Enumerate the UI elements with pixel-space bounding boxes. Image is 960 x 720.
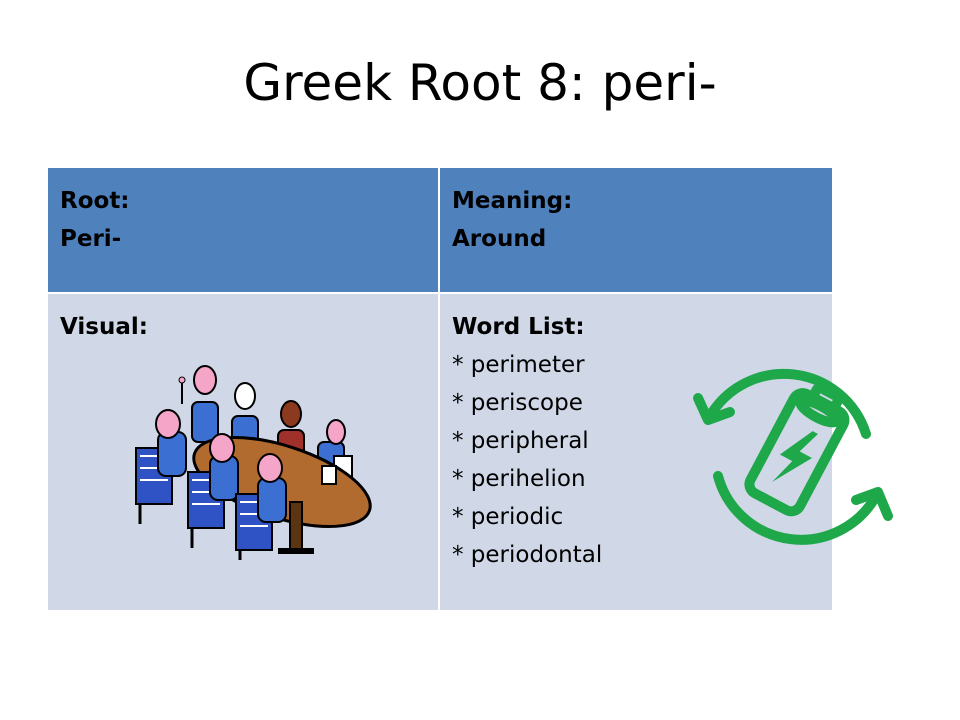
root-cell: Root: Peri- <box>48 168 438 292</box>
word-item: * periscope <box>452 390 583 416</box>
meaning-label: Meaning: <box>452 188 573 214</box>
front-person <box>187 433 239 548</box>
word-item: * peripheral <box>452 428 589 454</box>
battery-recycle-icon <box>693 368 893 545</box>
word-item: * perihelion <box>452 466 586 492</box>
word-item: * periodontal <box>452 542 603 568</box>
root-value: Peri- <box>60 226 122 252</box>
word-item: * perimeter <box>452 352 585 378</box>
front-person <box>135 409 187 524</box>
meaning-cell: Meaning: Around <box>440 168 832 292</box>
visual-label: Visual: <box>60 314 148 340</box>
word-list-label: Word List: <box>452 314 585 340</box>
word-item: * periodic <box>452 504 564 530</box>
meeting-table-image <box>135 365 372 560</box>
meaning-value: Around <box>452 226 547 252</box>
back-person <box>178 365 219 443</box>
front-person <box>235 453 287 560</box>
root-label: Root: <box>60 188 130 214</box>
slide-title: Greek Root 8: peri- <box>243 54 717 112</box>
